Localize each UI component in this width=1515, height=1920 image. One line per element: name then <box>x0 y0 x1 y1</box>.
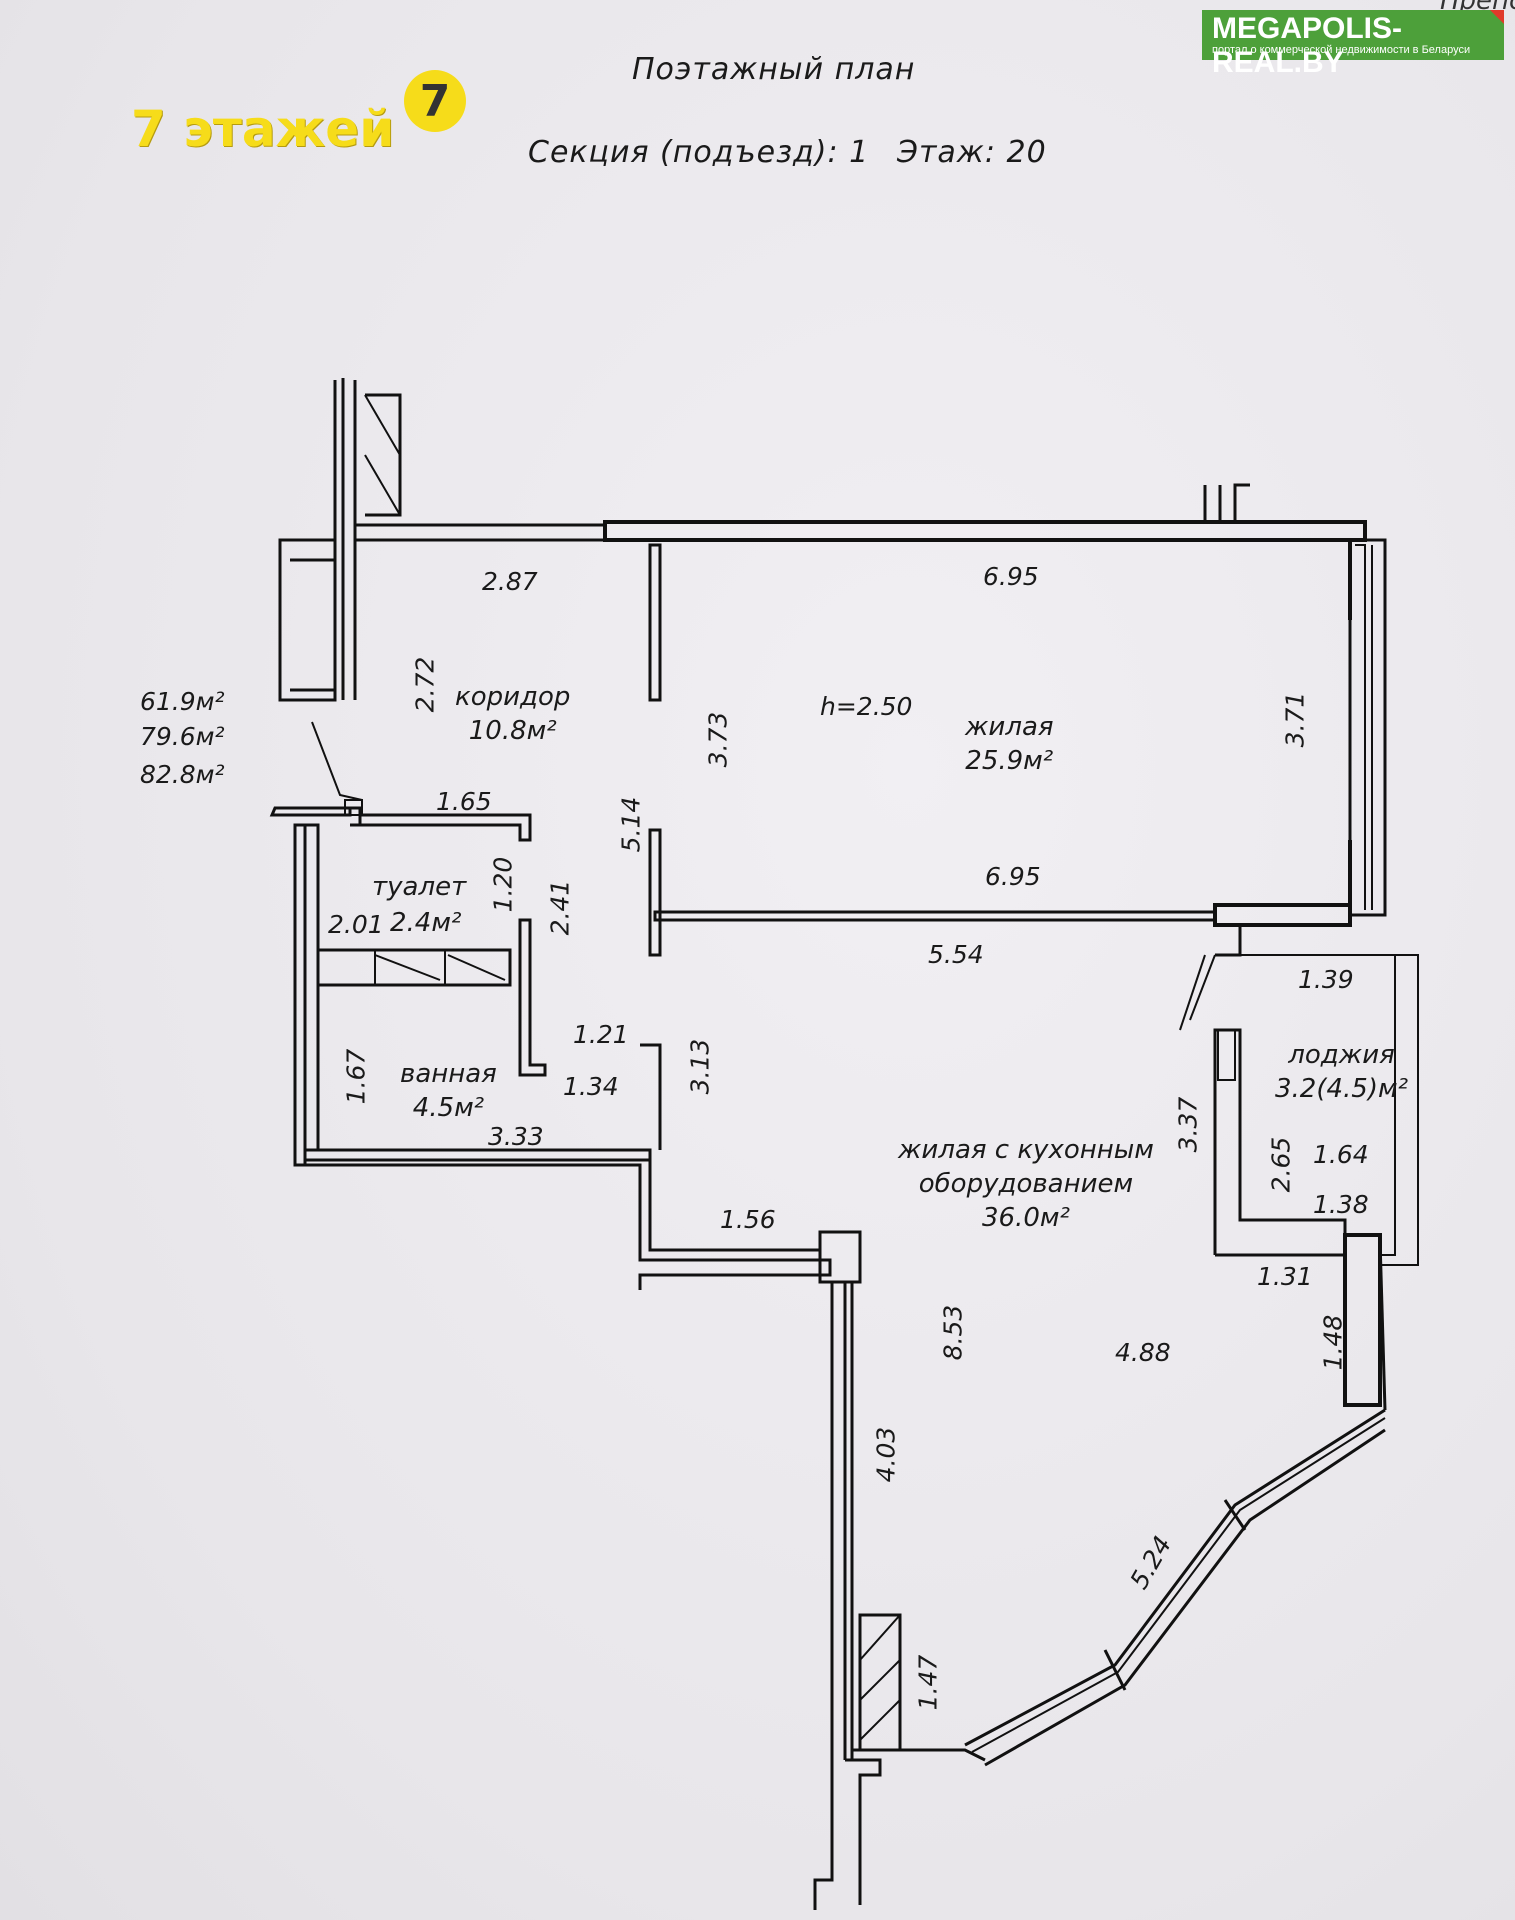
room-corridor-name: коридор <box>455 682 571 712</box>
right-wall-window <box>1348 538 1387 917</box>
watermark-subtitle: портал о коммерческой недвижимости в Бел… <box>1212 44 1471 56</box>
dim-4-88: 4.88 <box>1115 1338 1171 1367</box>
floor-label: Этаж: 20 <box>897 135 1047 170</box>
shaft-wall <box>333 378 357 700</box>
bath-bottom-wall <box>303 1148 652 1162</box>
room-living: жилая 25.9м² <box>965 710 1054 778</box>
area-total-2: 79.6м² <box>140 722 225 751</box>
shaft-block <box>365 393 402 517</box>
dim-8-53: 8.53 <box>938 1304 968 1361</box>
outer-left-wall <box>293 823 320 1167</box>
right-lower-wall <box>1343 1233 1382 1407</box>
room-living-name: жилая <box>965 712 1054 742</box>
partition-wall <box>648 543 662 702</box>
dim-5-54: 5.54 <box>928 940 984 969</box>
kitchen-left-wall <box>830 1282 854 1760</box>
room-corridor-area: 10.8м² <box>468 716 557 746</box>
area-total-3: 82.8м² <box>140 760 225 789</box>
dim-1-31: 1.31 <box>1257 1262 1313 1291</box>
brand-logo-mark: 7 <box>419 75 451 127</box>
plan-title: Поэтажный план <box>632 52 916 87</box>
dim-3-13: 3.13 <box>685 1038 715 1095</box>
dim-1-65: 1.65 <box>436 787 492 816</box>
wc-bath-divider <box>316 948 512 987</box>
watermark-corner-icon <box>1490 10 1504 24</box>
dim-5-14: 5.14 <box>616 796 646 853</box>
room-toilet-name: туалет <box>372 872 467 902</box>
dim-1-48: 1.48 <box>1318 1314 1348 1371</box>
dim-1-47: 1.47 <box>913 1654 943 1711</box>
room-kitchen-living-area: 36.0м² <box>981 1203 1070 1233</box>
room-kitchen-living-line2: оборудованием <box>918 1169 1134 1199</box>
room-loggia-area: 3.2(4.5)м² <box>1275 1074 1409 1104</box>
left-balcony <box>278 538 337 702</box>
room-kitchen-living: жилая с кухонным оборудованием 36.0м² <box>898 1133 1154 1235</box>
dim-1-39: 1.39 <box>1298 965 1354 994</box>
room-corridor: коридор 10.8м² <box>455 680 570 748</box>
leader-line <box>311 721 363 801</box>
dim-1-21: 1.21 <box>573 1020 629 1049</box>
dim-2-65: 2.65 <box>1266 1136 1296 1193</box>
area-total-1: 61.9м² <box>140 687 225 716</box>
dim-2-72: 2.72 <box>410 656 440 713</box>
room-kitchen-living-line1: жилая с кухонным <box>898 1135 1154 1165</box>
dim-1-34: 1.34 <box>563 1072 619 1101</box>
mid-wall <box>653 910 1217 922</box>
dim-1-67: 1.67 <box>341 1048 371 1105</box>
room-bath-name: ванная <box>400 1059 497 1089</box>
dim-1-64: 1.64 <box>1313 1140 1369 1169</box>
brand-logo-text: 7 этажей <box>131 100 395 158</box>
watermark-banner: MEGAPOLIS-REAL.BY портал о коммерческой … <box>1202 10 1504 79</box>
dim-1-20: 1.20 <box>488 856 518 913</box>
dim-1-56: 1.56 <box>720 1205 776 1234</box>
dim-6-95-top: 6.95 <box>983 562 1039 591</box>
dim-2-87: 2.87 <box>482 567 538 596</box>
dim-4-03: 4.03 <box>871 1426 901 1483</box>
dim-6-95-mid: 6.95 <box>985 862 1041 891</box>
dim-1-38: 1.38 <box>1313 1190 1369 1219</box>
ceiling-height: h=2.50 <box>820 692 913 721</box>
dim-2-01: 2.01 <box>328 910 384 939</box>
diagonal-window-wall <box>964 1408 1386 1767</box>
top-wall <box>353 523 607 542</box>
dim-2-41: 2.41 <box>545 879 575 936</box>
dim-3-37: 3.37 <box>1173 1096 1203 1153</box>
section-label: Секция (подъезд): 1 <box>528 135 870 170</box>
room-loggia-name: лоджия <box>1288 1040 1395 1070</box>
room-loggia: лоджия 3.2(4.5)м² <box>1275 1038 1408 1106</box>
brand-logo-icon: 7 <box>404 70 466 132</box>
room-living-area: 25.9м² <box>965 746 1054 776</box>
dim-3-33: 3.33 <box>488 1122 544 1151</box>
room-toilet-area: 2.4м² <box>390 908 462 938</box>
watermark-title: MEGAPOLIS-REAL.BY <box>1212 12 1403 79</box>
bottom-step <box>813 1758 882 1910</box>
dim-3-73: 3.73 <box>703 711 733 768</box>
room-bath-area: 4.5м² <box>412 1093 485 1123</box>
loggia-outline <box>1230 954 1419 1266</box>
vent-block <box>858 1613 902 1752</box>
room-bath: ванная 4.5м² <box>400 1057 497 1125</box>
dim-3-71: 3.71 <box>1280 691 1310 748</box>
wc-top-wall <box>269 806 362 827</box>
column <box>818 1230 862 1284</box>
